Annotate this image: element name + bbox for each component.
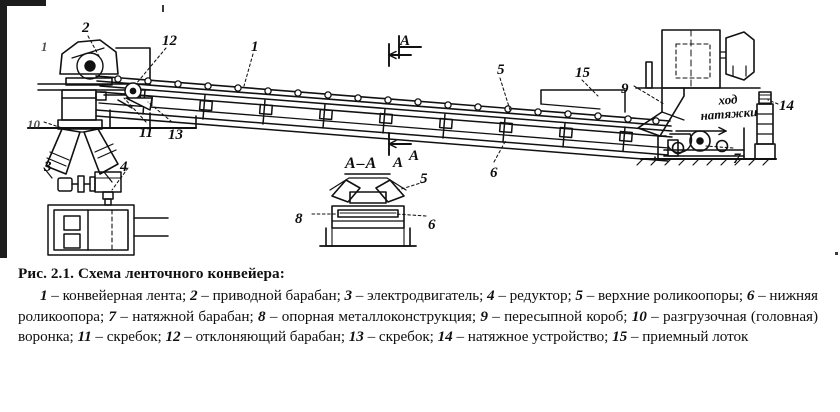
legend-number: 11 <box>77 328 92 346</box>
conveyor-truss <box>95 85 673 162</box>
callout-10: 10 <box>27 117 40 132</box>
head-drive-assembly <box>37 39 151 121</box>
legend-text: – отклоняющий барабан; <box>180 328 349 346</box>
caption-legend: 1 – конвейерная лента; 2 – приводной бар… <box>18 286 818 347</box>
legend-number: 12 <box>165 328 181 346</box>
callout-12: 12 <box>162 33 177 49</box>
callout-1: 1 <box>251 39 259 55</box>
scan-edge-top <box>0 0 46 6</box>
conveyor-belt-return <box>98 102 670 149</box>
legend-text: – натяжное устройство; <box>452 328 613 346</box>
legend-text: – разгрузочная (головная) воронка; <box>18 307 818 346</box>
legend-text: – натяжной барабан; <box>116 307 258 325</box>
callout-1-head: 1 <box>41 39 48 54</box>
scan-speck <box>835 252 838 255</box>
callout-14: 14 <box>779 98 794 114</box>
legend-number: 1 <box>40 287 48 305</box>
section-aa-detail <box>319 177 417 247</box>
callout-3: 3 <box>44 159 52 175</box>
legend-number: 14 <box>437 328 453 346</box>
legend-text: – опорная металлоконструкция; <box>265 307 481 325</box>
legend-text: – верхние роликоопоры; <box>582 287 747 305</box>
legend-text: – скребок; <box>363 328 438 346</box>
section-marker-upper <box>388 43 412 67</box>
legend-text: – приводной барабан; <box>197 287 345 305</box>
legend-number: 8 <box>257 307 266 325</box>
conveyor-belt <box>95 75 672 127</box>
section-view-title: А–А <box>345 155 378 172</box>
callout-4: 4 <box>120 159 128 175</box>
legend-number: 7 <box>108 307 117 325</box>
discharge-hopper <box>43 119 119 183</box>
upper-idler-rollers <box>114 75 660 125</box>
callout-8: 8 <box>295 211 303 227</box>
callout-13: 13 <box>168 127 183 143</box>
drive-plan-view <box>47 171 169 256</box>
callout-9: 9 <box>621 81 629 97</box>
feed-chute <box>635 29 761 137</box>
scan-speck <box>162 5 164 12</box>
legend-number: 6 <box>746 287 755 305</box>
section-marker-lower-letter: А <box>393 155 404 171</box>
legend-number: 2 <box>189 287 198 305</box>
leader-lines <box>43 35 779 217</box>
callout-7: 7 <box>733 151 741 167</box>
callout-5-main: 5 <box>497 62 505 78</box>
legend-text: – редуктор; <box>494 287 576 305</box>
legend-number: 4 <box>487 287 495 305</box>
legend-text: – пересыпной короб; <box>487 307 632 325</box>
caption-title: Рис. 2.1. Схема ленточного конвейера: <box>18 265 285 282</box>
tensioning-device <box>754 91 776 160</box>
callout-6-detail: 6 <box>428 217 436 233</box>
legend-number: 9 <box>480 307 488 325</box>
conveyor-schematic-drawing <box>26 29 779 256</box>
legend-number: 15 <box>612 328 628 346</box>
callout-2: 2 <box>82 20 90 36</box>
legend-number: 3 <box>344 287 353 305</box>
section-marker-lower <box>388 132 412 156</box>
tension-direction-arrow <box>675 126 727 136</box>
support-structure <box>109 109 656 160</box>
legend-text: – нижняя роликоопора; <box>18 287 818 325</box>
ground-line <box>26 126 778 161</box>
callout-5-detail: 5 <box>420 171 428 187</box>
section-marker-detail-letter: А <box>409 148 420 164</box>
scan-edge-left <box>0 0 7 258</box>
receiving-tray <box>540 89 626 113</box>
legend-text: – конвейерная лента; <box>47 287 190 305</box>
figure-caption: Рис. 2.1. Схема ленточного конвейера: 1 … <box>18 264 818 348</box>
tension-drum <box>657 127 745 160</box>
callout-15: 15 <box>575 65 590 81</box>
legend-number: 13 <box>348 328 364 346</box>
section-marker-upper-letter: А <box>400 33 411 49</box>
legend-text: – электродвигатель; <box>352 287 488 305</box>
legend-text: – скребок; <box>91 328 166 346</box>
section-marker-detail <box>398 35 422 59</box>
callout-6-main: 6 <box>490 165 498 181</box>
legend-number: 5 <box>575 287 583 305</box>
legend-text: – приемный лоток <box>627 328 749 346</box>
tension-travel-annotation: ход натяжки <box>699 91 758 122</box>
callout-11: 11 <box>139 125 154 141</box>
legend-number: 10 <box>631 307 647 325</box>
